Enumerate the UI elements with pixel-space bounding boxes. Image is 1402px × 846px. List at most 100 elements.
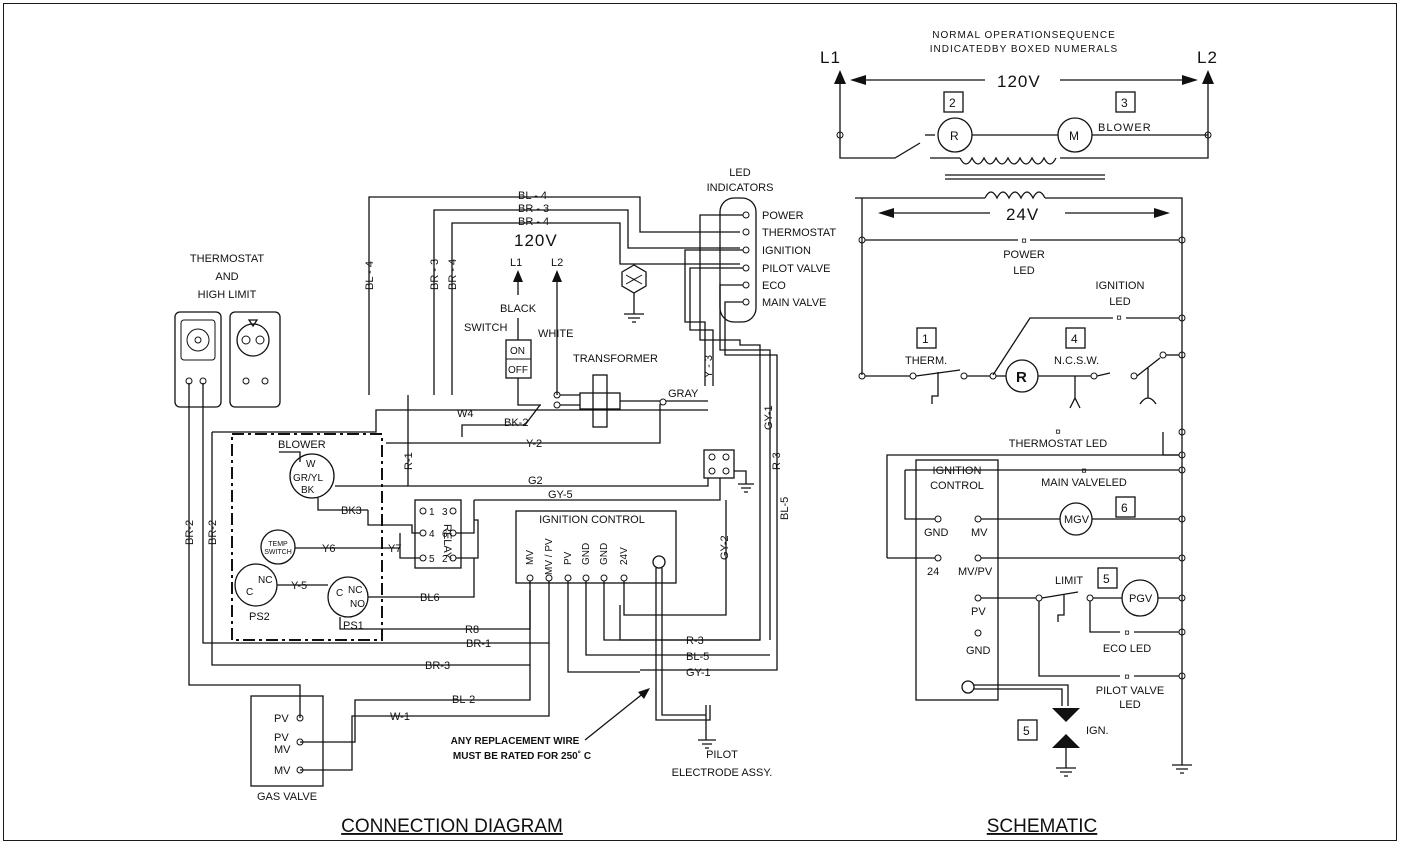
- ignition-control-label: IGNITION CONTROL: [539, 514, 645, 526]
- wire-br1: BR-1: [466, 638, 491, 650]
- blower-motor: BLOWER W GR/YL BK BK3: [278, 439, 368, 517]
- main-valve-led-label: MAIN VALVELED: [1041, 477, 1127, 489]
- schematic-l1: L1: [820, 48, 841, 67]
- schematic-24-pin: 24: [927, 566, 939, 578]
- schematic-title: SCHEMATIC: [987, 816, 1097, 837]
- wire-y3: Y - 3: [703, 355, 715, 378]
- wire-r8: R8: [465, 624, 479, 636]
- led-title-2: INDICATORS: [707, 182, 774, 194]
- svg-text:NO: NO: [350, 599, 365, 610]
- svg-text:BK: BK: [301, 485, 315, 496]
- pressure-switches: TEMP SWITCH Y6 NC C PS2 Y-5 NC C NO PS1 …: [234, 529, 531, 636]
- schematic: NORMAL OPERATIONSEQUENCE INDICATEDBY BOX…: [820, 30, 1217, 837]
- svg-text:6: 6: [442, 529, 448, 540]
- top-harness: BL - 4 BR - 3 BR - 4 120V BL - 4 BR - 3 …: [364, 190, 740, 395]
- schematic-pgv: PGV: [1129, 593, 1153, 605]
- led-power: POWER: [742, 210, 804, 222]
- svg-text:1: 1: [429, 507, 435, 518]
- led-title-1: LED: [729, 167, 750, 179]
- ps2-label: PS2: [249, 611, 270, 623]
- ignition-control-module: IGNITION CONTROL MV MV / PV PV GND GND 2…: [515, 500, 770, 749]
- gas-valve-label: GAS VALVE: [257, 791, 317, 803]
- schematic-relay-coil: R: [950, 129, 959, 143]
- svg-text:W: W: [306, 459, 316, 470]
- wire-y2: Y-2: [526, 438, 542, 450]
- svg-text:¤: ¤: [1116, 313, 1122, 324]
- wire-br2-b: BR-2: [207, 520, 219, 545]
- wire-bk3: BK3: [341, 505, 362, 517]
- ignition-led-label-1: IGNITION: [1096, 280, 1145, 292]
- schematic-gnd-2: GND: [966, 645, 991, 657]
- schematic-ic-label-1: IGNITION: [933, 465, 982, 477]
- wire-y7: Y7: [388, 543, 401, 555]
- svg-text:¤: ¤: [1021, 236, 1027, 247]
- thermostat-label-3: HIGH LIMIT: [198, 289, 257, 301]
- wire-br3: BR - 3: [518, 203, 549, 215]
- wire-y5: Y-5: [291, 580, 307, 592]
- schematic-therm-label: THERM.: [905, 355, 947, 367]
- svg-text:SWITCH: SWITCH: [264, 549, 292, 556]
- pilot-valve-led-label-1: PILOT VALVE: [1096, 685, 1164, 697]
- line-input: L1 L2 BLACK WHITE SWITCH ON OFF: [464, 257, 573, 409]
- step-5-box-a: [1097, 567, 1118, 589]
- schematic-mvpv: MV/PV: [958, 566, 993, 578]
- svg-text:4: 4: [429, 529, 435, 540]
- v120-label: 120V: [997, 72, 1041, 91]
- svg-text:¤: ¤: [1055, 427, 1061, 438]
- svg-text:PV: PV: [274, 732, 289, 744]
- svg-text:PILOT VALVE: PILOT VALVE: [762, 263, 830, 275]
- wire-gray: GRAY: [668, 388, 699, 400]
- ncsw-label: N.C.S.W.: [1054, 355, 1099, 367]
- diagram-frame: [3, 3, 1397, 841]
- thermostat-label-1: THERMOSTAT: [190, 253, 264, 265]
- svg-text:ECO: ECO: [762, 280, 786, 292]
- svg-text:6: 6: [1121, 501, 1128, 515]
- svg-text:C: C: [246, 587, 253, 598]
- svg-text:5: 5: [1023, 724, 1030, 738]
- connection-diagram-title: CONNECTION DIAGRAM: [341, 816, 563, 837]
- schematic-blower-motor: M: [1069, 129, 1079, 143]
- thermostat-high-limit: THERMOSTAT AND HIGH LIMIT: [174, 253, 281, 408]
- ignition-led-label-2: LED: [1109, 296, 1130, 308]
- temp-switch: [260, 529, 296, 565]
- wire-gy5: GY-5: [548, 489, 573, 501]
- l1-label: L1: [510, 257, 522, 269]
- svg-text:24V: 24V: [619, 547, 630, 565]
- voltage-120v-label: 120V: [514, 231, 558, 250]
- wire-br2-a: BR-2: [184, 520, 196, 545]
- wire-r1: R-1: [403, 452, 415, 470]
- pilot-label-1: PILOT: [706, 749, 738, 761]
- svg-text:3: 3: [442, 507, 448, 518]
- svg-text:5: 5: [429, 554, 435, 565]
- wire-r3: R-3: [686, 635, 704, 647]
- wire-bl5-vertical: BL-5: [779, 497, 791, 520]
- power-led-label-1: POWER: [1003, 249, 1045, 261]
- ps1-label: PS1: [343, 620, 364, 632]
- wire-gy2: GY-2: [719, 535, 731, 560]
- connection-diagram: THERMOSTAT AND HIGH LIMIT BL - 4 BR - 3 …: [174, 167, 836, 837]
- blower-enclosure-outline: [231, 433, 383, 641]
- wire-y6: Y6: [322, 543, 335, 555]
- wire-bl4-vertical: BL - 4: [364, 261, 376, 290]
- pilot-label-2: ELECTRODE ASSY.: [672, 767, 773, 779]
- step-4-box: [1065, 327, 1086, 349]
- pilot-valve-led-label-2: LED: [1119, 699, 1140, 711]
- svg-text:TEMP: TEMP: [268, 541, 288, 548]
- black-wire-label: BLACK: [500, 303, 537, 315]
- svg-text:1: 1: [922, 332, 929, 346]
- svg-text:¤: ¤: [1081, 466, 1087, 477]
- wire-br3-horizontal: BR-3: [425, 660, 450, 672]
- svg-text:C: C: [336, 588, 343, 599]
- svg-text:2: 2: [949, 96, 956, 110]
- svg-text:PV: PV: [563, 551, 574, 565]
- wire-r3-vertical: R-3: [771, 452, 783, 470]
- white-wire-label: WHITE: [538, 328, 573, 340]
- schematic-ignition-relay: R: [1016, 369, 1027, 386]
- high-limit-body: [229, 311, 281, 408]
- wire-bl5: BL-5: [686, 651, 709, 663]
- schematic-pv: PV: [971, 606, 986, 618]
- terminal-block: [703, 449, 754, 493]
- svg-text:GND: GND: [599, 543, 610, 565]
- step-3-box: [1115, 91, 1136, 113]
- svg-text:¤: ¤: [1124, 672, 1130, 683]
